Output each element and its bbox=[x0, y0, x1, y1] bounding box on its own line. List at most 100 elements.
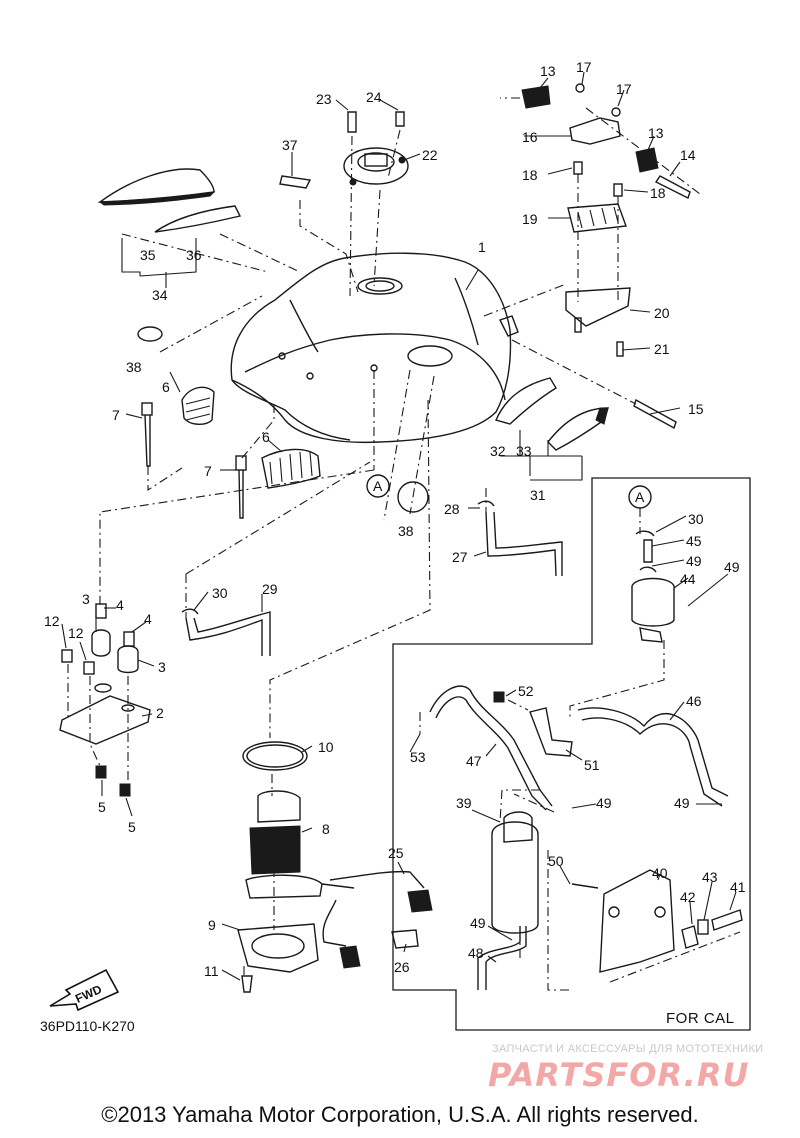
callout-5: 5 bbox=[128, 819, 136, 835]
callout-6: 6 bbox=[262, 429, 270, 445]
marker-a-label: A bbox=[373, 478, 383, 494]
callout-21: 21 bbox=[654, 341, 670, 357]
callout-20: 20 bbox=[654, 305, 670, 321]
callout-46: 46 bbox=[686, 693, 702, 709]
callout-45: 45 bbox=[686, 533, 702, 549]
callout-4: 4 bbox=[116, 597, 124, 613]
callout-31: 31 bbox=[530, 487, 546, 503]
callout-39: 39 bbox=[456, 795, 472, 811]
pad-37 bbox=[279, 175, 312, 189]
reference-marker-a-tank: A bbox=[366, 474, 390, 498]
drawing-code: 36PD110-K270 bbox=[40, 1018, 135, 1034]
callout-43: 43 bbox=[702, 869, 718, 885]
copyright-notice: ©2013 Yamaha Motor Corporation, U.S.A. A… bbox=[101, 1102, 699, 1127]
hose-29 bbox=[185, 611, 271, 656]
callout-22: 22 bbox=[422, 147, 438, 163]
for-cal-label: FOR CAL bbox=[666, 1010, 735, 1027]
sensor-bracket-assy bbox=[521, 83, 691, 430]
callout-44: 44 bbox=[680, 571, 696, 587]
callout-13: 13 bbox=[540, 63, 556, 79]
callout-38: 38 bbox=[398, 523, 414, 539]
mount-bracket-2 bbox=[59, 603, 151, 797]
callout-16: 16 bbox=[522, 129, 538, 145]
reference-marker-a-cal: A bbox=[628, 485, 652, 509]
fuel-pump-assy bbox=[237, 741, 433, 993]
callout-12: 12 bbox=[44, 613, 60, 629]
callout-51: 51 bbox=[584, 757, 600, 773]
callout-6: 6 bbox=[162, 379, 170, 395]
forward-direction-arrow: FWD bbox=[48, 962, 122, 1017]
callout-1: 1 bbox=[478, 239, 486, 255]
callout-34: 34 bbox=[152, 287, 168, 303]
rubber-damper-6-left bbox=[181, 386, 215, 425]
callout-2: 2 bbox=[156, 705, 164, 721]
callout-37: 37 bbox=[282, 137, 298, 153]
pad-38-upper bbox=[137, 326, 163, 342]
for-cal-group bbox=[392, 477, 751, 1031]
band-7-right bbox=[235, 455, 247, 519]
band-7-left bbox=[141, 402, 153, 467]
callout-4: 4 bbox=[144, 611, 152, 627]
callout-33: 33 bbox=[516, 443, 532, 459]
callout-49: 49 bbox=[596, 795, 612, 811]
callout-5: 5 bbox=[98, 799, 106, 815]
callout-3: 3 bbox=[82, 591, 90, 607]
callout-29: 29 bbox=[262, 581, 278, 597]
callout-53: 53 bbox=[410, 749, 426, 765]
callout-42: 42 bbox=[680, 889, 696, 905]
callout-25: 25 bbox=[388, 845, 404, 861]
callout-7: 7 bbox=[204, 463, 212, 479]
callout-labels: 1 2 3 3 4 4 5 5 6 6 7 7 8 9 10 11 12 12 … bbox=[44, 59, 746, 979]
callout-30: 30 bbox=[688, 511, 704, 527]
callout-50: 50 bbox=[548, 853, 564, 869]
callout-17: 17 bbox=[616, 81, 632, 97]
callout-38: 38 bbox=[126, 359, 142, 375]
callout-13: 13 bbox=[648, 125, 664, 141]
callout-48: 48 bbox=[468, 945, 484, 961]
pad-38-lower bbox=[397, 481, 429, 513]
hose-27 bbox=[485, 511, 563, 577]
fuel-tank bbox=[230, 252, 519, 444]
callout-36: 36 bbox=[186, 247, 202, 263]
callout-27: 27 bbox=[452, 549, 468, 565]
callout-9: 9 bbox=[208, 917, 216, 933]
callout-49: 49 bbox=[470, 915, 486, 931]
callout-41: 41 bbox=[730, 879, 746, 895]
callout-28: 28 bbox=[444, 501, 460, 517]
callout-11: 11 bbox=[204, 963, 219, 979]
callout-17: 17 bbox=[576, 59, 592, 75]
callout-26: 26 bbox=[394, 959, 410, 975]
callout-18: 18 bbox=[522, 167, 538, 183]
marker-a-label: A bbox=[635, 489, 645, 505]
watermark-tagline: ЗАПЧАСТИ И АКСЕССУАРЫ ДЛЯ МОТОТЕХНИКИ bbox=[492, 1043, 764, 1055]
rubber-damper-6-right bbox=[261, 448, 321, 489]
callout-30: 30 bbox=[212, 585, 228, 601]
callout-32: 32 bbox=[490, 443, 506, 459]
filler-cap bbox=[343, 111, 409, 186]
callout-12: 12 bbox=[68, 625, 84, 641]
callout-3: 3 bbox=[158, 659, 166, 675]
callout-52: 52 bbox=[518, 683, 534, 699]
callout-49: 49 bbox=[724, 559, 740, 575]
callout-24: 24 bbox=[366, 89, 382, 105]
callout-23: 23 bbox=[316, 91, 332, 107]
reference-lines bbox=[67, 97, 741, 991]
clip-30 bbox=[181, 608, 199, 615]
callout-7: 7 bbox=[112, 407, 120, 423]
callout-15: 15 bbox=[688, 401, 704, 417]
side-cover bbox=[495, 377, 609, 451]
callout-49: 49 bbox=[674, 795, 690, 811]
callout-35: 35 bbox=[140, 247, 156, 263]
callout-49: 49 bbox=[686, 553, 702, 569]
callout-14: 14 bbox=[680, 147, 696, 163]
callout-18: 18 bbox=[650, 185, 666, 201]
tank-top-cover bbox=[97, 168, 242, 233]
callout-8: 8 bbox=[322, 821, 330, 837]
callout-47: 47 bbox=[466, 753, 482, 769]
clip-28 bbox=[477, 500, 495, 507]
watermark-logo: PARTSFOR.RU bbox=[488, 1056, 750, 1094]
callout-40: 40 bbox=[652, 865, 668, 881]
callout-19: 19 bbox=[522, 211, 538, 227]
leader-lines bbox=[61, 71, 737, 981]
